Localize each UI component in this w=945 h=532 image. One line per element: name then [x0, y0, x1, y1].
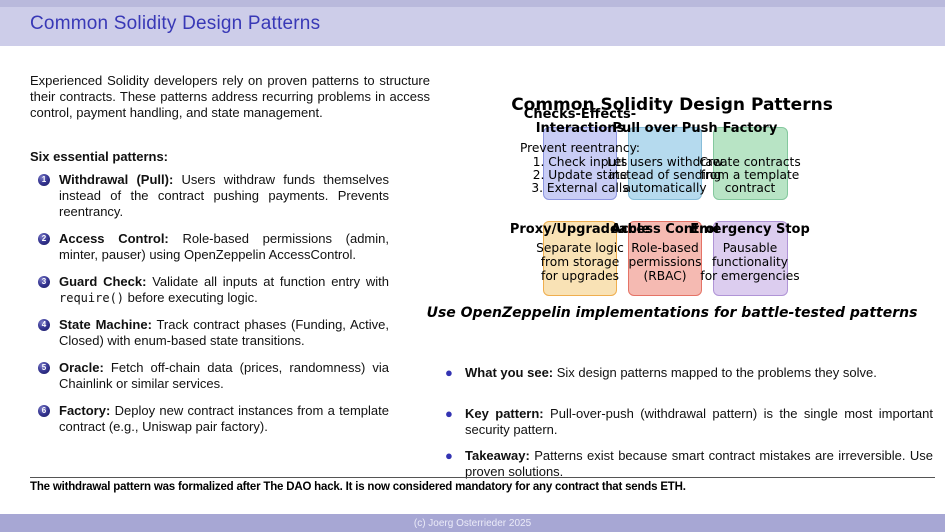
box-body-line: 3. External calls: [531, 181, 629, 195]
footer-bar: (c) Joerg Osterrieder 2025: [0, 514, 945, 532]
bullet-key-pattern: ● Key pattern: Pull-over-push (withdrawa…: [445, 406, 933, 437]
box-title: Access Control: [610, 222, 720, 237]
patterns-list: 1 Withdrawal (Pull): Users withdraw fund…: [38, 172, 438, 435]
enumeration-ball-3: 3: [38, 276, 50, 288]
box-body-line: instead of sending: [608, 168, 722, 182]
box-body-line: Prevent reentrancy:: [519, 141, 641, 155]
list-item-withdrawal: 1 Withdrawal (Pull): Users withdraw fund…: [38, 172, 438, 220]
header-top-strip: [0, 0, 945, 7]
box-body-line: from storage: [540, 255, 620, 269]
bullet-what-you-see: ● What you see: Six design patterns mapp…: [445, 365, 877, 380]
box-title: Emergency Stop: [690, 222, 810, 237]
box-body-line: functionality: [711, 255, 789, 269]
intro-paragraph: Experienced Solidity developers rely on …: [30, 73, 430, 120]
list-item-access-control: 2 Access Control: Role-based permissions…: [38, 231, 438, 263]
box-body-line: permissions: [628, 255, 702, 269]
enumeration-ball-1: 1: [38, 174, 50, 186]
bullet-dot-icon: ●: [445, 365, 453, 380]
list-heading: Six essential patterns:: [30, 149, 168, 164]
patterns-diagram: Common Solidity Design Patterns Checks-E…: [427, 90, 918, 335]
inline-code: require(): [59, 291, 125, 305]
list-item-factory: 6 Factory: Deploy new contract instances…: [38, 403, 438, 435]
pattern-box-pull-over-push: [628, 127, 702, 200]
box-body-line: automatically: [623, 181, 707, 195]
box-body-line: (RBAC): [643, 269, 687, 283]
box-title-line: Interactions: [535, 121, 625, 136]
bullet-dot-icon: ●: [445, 406, 453, 421]
slide-header: Common Solidity Design Patterns: [0, 7, 945, 46]
list-item-text: Withdrawal (Pull): Users withdraw funds …: [59, 172, 389, 219]
bullet-takeaway: ● Takeaway: Patterns exist because smart…: [445, 448, 933, 479]
diagram-caption: Use OpenZeppelin implementations for bat…: [426, 305, 918, 321]
pattern-box-access-control: [628, 221, 702, 296]
diagram-title: Common Solidity Design Patterns: [511, 95, 833, 115]
enumeration-ball-5: 5: [38, 362, 50, 374]
enumeration-ball-4: 4: [38, 319, 50, 331]
enumeration-ball-6: 6: [38, 405, 50, 417]
list-item-oracle: 5 Oracle: Fetch off-chain data (prices, …: [38, 360, 438, 392]
pattern-box-checks-effects: [543, 127, 617, 200]
slide-title: Common Solidity Design Patterns: [30, 13, 321, 34]
list-item-state-machine: 4 State Machine: Track contract phases (…: [38, 317, 438, 349]
box-body-line: Pausable: [722, 241, 778, 255]
box-body-line: Let users withdraw: [607, 155, 723, 169]
list-item-text: State Machine: Track contract phases (Fu…: [59, 317, 389, 348]
enumeration-ball-2: 2: [38, 233, 50, 245]
footnote-text: The withdrawal pattern was formalized af…: [30, 481, 686, 493]
takeaway-bullets: ● What you see: Six design patterns mapp…: [445, 360, 940, 480]
box-body-line: for upgrades: [541, 269, 619, 283]
box-body-line: for emergencies: [700, 269, 800, 283]
box-body-line: contract: [724, 181, 776, 195]
footnote-rule: [30, 477, 935, 478]
box-body-line: 2. Update state: [532, 168, 628, 182]
list-item-text: Guard Check: Validate all inputs at func…: [59, 274, 389, 305]
list-item-text: Access Control: Role-based permissions (…: [59, 231, 389, 262]
box-body-line: 1. Check inputs: [532, 155, 628, 169]
list-item-text: Oracle: Fetch off-chain data (prices, ra…: [59, 360, 389, 391]
box-title: Pull over Push: [612, 121, 718, 136]
box-title: Proxy/Upgradeable: [509, 222, 651, 237]
list-item-guard-check: 3 Guard Check: Validate all inputs at fu…: [38, 274, 438, 306]
pattern-box-proxy-upgradeable: [543, 221, 617, 296]
box-body-line: Role-based: [631, 241, 699, 255]
bullet-dot-icon: ●: [445, 448, 453, 463]
copyright-text: (c) Joerg Osterrieder 2025: [413, 517, 532, 529]
box-title-line: Checks-Effects-: [523, 107, 637, 122]
pattern-box-emergency-stop: [713, 221, 788, 296]
box-body-line: Create contracts: [699, 155, 801, 169]
pattern-box-factory: [713, 127, 788, 200]
box-body-line: from a template: [700, 168, 800, 182]
box-body-line: Separate logic: [536, 241, 624, 255]
list-item-text: Factory: Deploy new contract instances f…: [59, 403, 389, 434]
box-title: Factory: [722, 121, 778, 136]
